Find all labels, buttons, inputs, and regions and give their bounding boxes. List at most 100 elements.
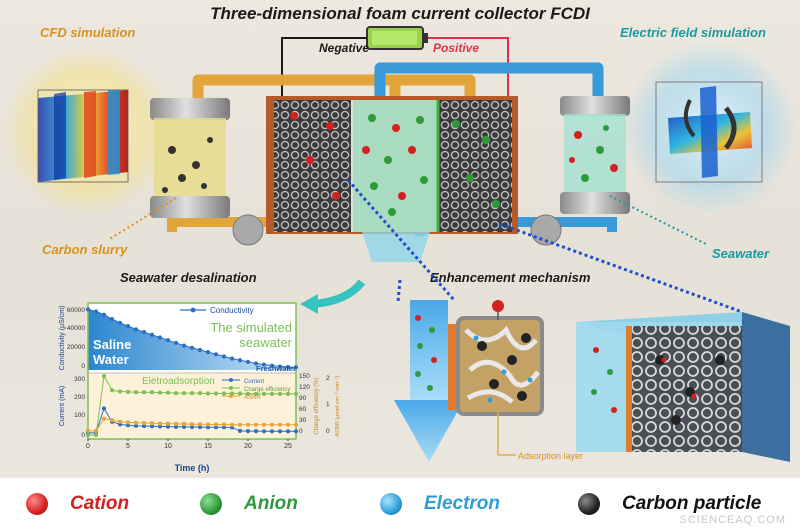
foam-block-3d <box>576 312 790 462</box>
charge-efficiency-point <box>173 390 179 396</box>
y-right2-axis-title: ASRR (μmol cm⁻² min⁻¹) <box>335 375 341 436</box>
top-blue-pipe <box>374 62 604 100</box>
conductivity-point <box>109 316 115 322</box>
current-point <box>133 423 139 428</box>
y-bottom-tick-0: 300 <box>74 376 85 383</box>
charge-efficiency-point <box>213 391 219 396</box>
current-point <box>277 429 283 434</box>
conductivity-point <box>149 332 155 337</box>
charge-efficiency-point <box>85 432 91 438</box>
conductivity-point <box>253 361 259 366</box>
conductivity-point <box>141 329 147 335</box>
current-point <box>261 429 267 434</box>
legend-current: Current <box>244 379 264 385</box>
y-right2-tick-0: 2 <box>326 375 330 382</box>
asrr-point <box>245 422 251 427</box>
asrr-point <box>213 422 219 427</box>
charge-efficiency-point <box>269 391 275 396</box>
electron-icon <box>380 493 402 515</box>
asrr-point <box>197 422 203 427</box>
asrr-point <box>261 422 267 427</box>
charge-efficiency-point <box>221 391 227 396</box>
conductivity-point <box>237 358 243 363</box>
current-point <box>245 429 251 434</box>
charge-efficiency-point <box>205 391 211 396</box>
saline-water-area <box>88 309 296 370</box>
asrr-point <box>269 422 275 427</box>
left-pump-icon <box>232 214 264 246</box>
seawater-tank <box>560 96 630 214</box>
legend-item-anion: Anion <box>200 492 298 516</box>
conductivity-point <box>125 324 131 329</box>
asrr-point <box>229 422 235 427</box>
current-point <box>101 406 107 411</box>
watermark: SCIENCEAQ.COM <box>679 514 786 526</box>
seawater-label: Seawater <box>712 246 770 261</box>
freshwater-label: Freshwater <box>256 364 296 373</box>
y-right-tick-1: 120 <box>299 384 310 391</box>
x-tick-label: 25 <box>284 443 292 450</box>
charge-efficiency-point <box>245 391 251 396</box>
charge-efficiency-point <box>101 373 107 379</box>
charge-efficiency-point <box>181 390 187 396</box>
charge-efficiency-point <box>157 390 163 395</box>
charge-efficiency-point <box>293 391 299 396</box>
zoom-line-2 <box>499 222 743 314</box>
asrr-point <box>101 416 107 421</box>
asrr-point <box>141 420 147 426</box>
charge-efficiency-point <box>125 389 131 394</box>
y-top-tick-1: 40000 <box>67 325 85 332</box>
asrr-point <box>165 421 171 426</box>
asrr-point <box>181 421 187 426</box>
schematic-panel: Three-dimensional foam current collector… <box>0 0 800 478</box>
carbon-particle-icon <box>578 493 600 515</box>
right-pump-icon <box>530 214 562 246</box>
cfd-simulation-image <box>37 89 129 183</box>
conductivity-point <box>269 363 275 368</box>
y-right-tick-2: 90 <box>299 395 307 402</box>
conductivity-point <box>117 320 123 325</box>
legend-asrr: ASRR <box>244 395 261 401</box>
saline-label-1b: Saline <box>93 337 131 352</box>
conductivity-point <box>277 364 283 369</box>
current-point <box>237 428 243 433</box>
saline-label-2: Water <box>93 352 129 367</box>
conductivity-point <box>93 309 99 314</box>
y-bottom-tick-3: 0 <box>81 432 85 439</box>
asrr-point <box>237 422 243 427</box>
asrr-point <box>253 422 259 427</box>
y-right-tick-0: 150 <box>299 373 310 380</box>
conductivity-point <box>101 312 107 317</box>
y-right-axis-title: Charge efficiency (%) <box>314 377 320 434</box>
top-legend-marker <box>190 307 196 313</box>
conductivity-point <box>165 338 171 343</box>
legend-cation-label: Cation <box>70 493 130 514</box>
zoom-line-1 <box>346 179 456 301</box>
current-point <box>181 424 187 429</box>
conductivity-point <box>285 364 291 370</box>
top-legend-label: Conductivity <box>210 306 254 315</box>
charge-efficiency-point <box>93 432 99 438</box>
fcdi-cell <box>266 96 518 262</box>
legend-anion-label: Anion <box>244 493 298 514</box>
current-point <box>269 429 275 434</box>
asrr-point <box>173 421 179 426</box>
legend-item-cation: Cation <box>26 492 129 516</box>
cation-icon <box>26 493 48 515</box>
conductivity-point <box>205 350 211 355</box>
conductivity-point <box>229 356 235 361</box>
charge-efficiency-point <box>253 391 259 396</box>
conductivity-point <box>189 345 195 350</box>
y-right2-tick-2: 0 <box>326 428 330 435</box>
current-point <box>253 429 259 434</box>
legend-charge-efficiency: Charge efficiency <box>244 387 290 393</box>
zoom-line-3 <box>396 279 402 303</box>
asrr-point <box>109 418 115 423</box>
efield-simulation-image <box>655 81 763 183</box>
desalination-arrow-head <box>300 294 318 314</box>
asrr-point <box>157 421 163 426</box>
conductivity-point <box>293 365 299 370</box>
ion-particles <box>290 112 500 216</box>
schematic-svg: Three-dimensional foam current collector… <box>3 4 798 473</box>
